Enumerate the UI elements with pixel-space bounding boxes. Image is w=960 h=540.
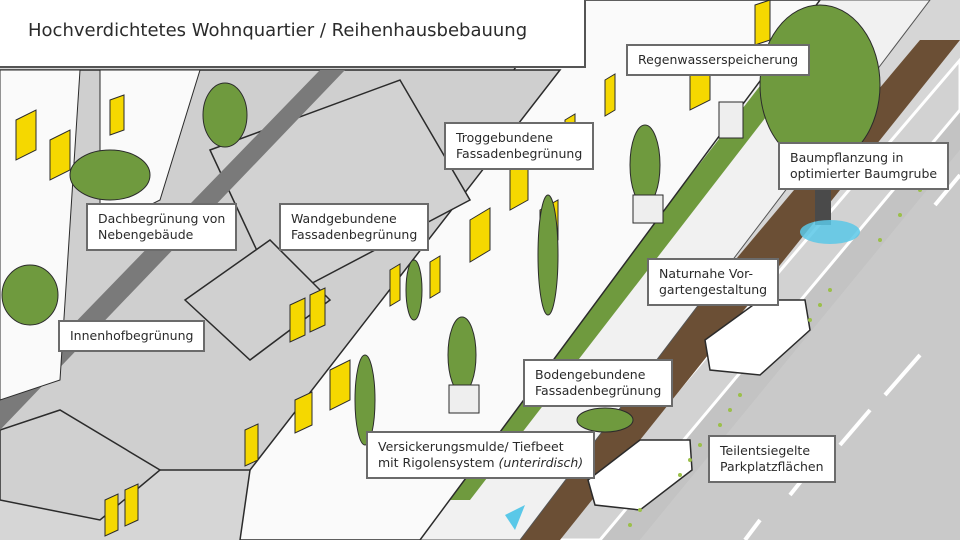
callout-troggebundene-fassadenbegruenung: Troggebundene Fassadenbegrünung — [444, 122, 595, 170]
callout-label-line2: mit Rigolensystem — [378, 455, 495, 470]
callout-label-line1: Teilentsiegelte — [720, 443, 811, 458]
callout-label-line1: Dachbegrünung von — [98, 211, 226, 226]
title-box: Hochverdichtetes Wohnquartier / Reihenha… — [0, 0, 586, 68]
callout-label: Innenhofbegrünung — [70, 328, 194, 343]
callout-wandgebundene-fassadenbegruenung: Wandgebundene Fassadenbegrünung — [279, 203, 430, 251]
callout-versickerungsmulde: Versickerungsmulde/ Tiefbeet mit Rigolen… — [366, 431, 596, 479]
callout-label-line1: Naturnahe Vor- — [659, 266, 754, 281]
callout-dachbegruenung: Dachbegrünung von Nebengebäude — [86, 203, 238, 251]
callout-bodengebundene-fassadenbegruenung: Bodengebundene Fassadenbegrünung — [523, 359, 674, 407]
callout-label-line2: Fassadenbegrünung — [535, 383, 662, 398]
callout-label-line1: Baumpflanzung in — [790, 150, 904, 165]
callout-label-line2: Fassadenbegrünung — [456, 146, 583, 161]
callout-teilentsiegelte-parkplatzflaechen: Teilentsiegelte Parkplatzflächen — [708, 435, 836, 483]
callout-label-line1: Versickerungsmulde/ Tiefbeet — [378, 439, 564, 454]
callout-label-line2: Parkplatzflächen — [720, 459, 824, 474]
callout-label-line1: Bodengebundene — [535, 367, 646, 382]
callout-naturnahe-vorgartengestaltung: Naturnahe Vor- gartengestaltung — [647, 258, 780, 306]
callout-label-line2: Nebengebäude — [98, 227, 194, 242]
callout-label-line2: optimierter Baumgrube — [790, 166, 938, 181]
callout-label-line1: Troggebundene — [456, 130, 553, 145]
callout-label-line2: Fassadenbegrünung — [291, 227, 418, 242]
page-title: Hochverdichtetes Wohnquartier / Reihenha… — [28, 20, 528, 41]
callout-baumpflanzung: Baumpflanzung in optimierter Baumgrube — [778, 142, 950, 190]
callout-regenwasserspeicherung: Regenwasserspeicherung — [626, 44, 811, 76]
callout-label: Regenwasserspeicherung — [638, 52, 799, 67]
callout-label-line2: gartengestaltung — [659, 282, 768, 297]
callout-label-line1: Wandgebundene — [291, 211, 397, 226]
callout-label-italic-note: (unterirdisch) — [498, 455, 584, 470]
callout-innenhofbegruenung: Innenhofbegrünung — [58, 320, 206, 352]
